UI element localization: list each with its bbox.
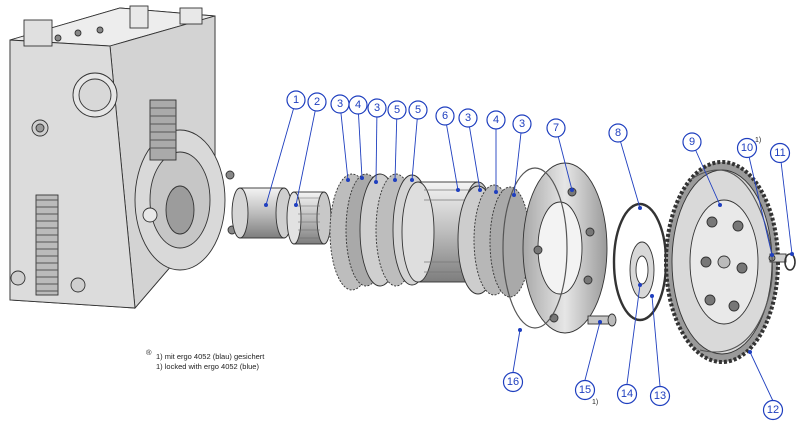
callout-6: 6	[435, 106, 455, 126]
gear-cover-ring-12	[689, 169, 773, 353]
gearbox-housing	[9, 5, 237, 310]
callout-15: 15	[574, 379, 596, 401]
callout-3c-label: 3	[465, 112, 471, 124]
thrust-washer	[629, 241, 655, 299]
callout-1: 1	[286, 90, 306, 110]
callout-2: 2	[307, 92, 327, 112]
callout-7-label: 7	[553, 122, 559, 134]
footnote-english: 1) locked with ergo 4052 (blue)	[156, 362, 259, 371]
callout-5a: 5	[387, 100, 407, 120]
callout-4a: 4	[348, 95, 368, 115]
callout-9: 9	[682, 132, 702, 152]
callout-3d-label: 3	[519, 118, 525, 130]
callout-5b: 5	[408, 100, 428, 120]
callout-3b-label: 3	[374, 102, 380, 114]
friction-disc-pack-right	[457, 184, 531, 298]
callout-12: 12	[762, 399, 784, 421]
footnote-symbol: ®	[146, 348, 152, 357]
callout-10-label: 10	[741, 142, 753, 154]
callout-13-label: 13	[654, 390, 666, 402]
leader-lines	[264, 99, 794, 402]
callout-8: 8	[608, 123, 628, 143]
footnote-marker-10: 1)	[755, 137, 762, 144]
callout-4b-label: 4	[493, 114, 499, 126]
callout-11-label: 11	[774, 147, 785, 159]
pressure-plate	[522, 162, 608, 334]
callout-1-label: 1	[293, 94, 299, 106]
callout-16: 16	[502, 371, 524, 393]
screw-15	[587, 313, 617, 327]
callout-13: 13	[649, 385, 671, 407]
callout-11: 11	[769, 142, 791, 164]
callout-12-label: 12	[767, 404, 779, 416]
callout-5a-label: 5	[394, 104, 400, 116]
callout-9-label: 9	[689, 136, 695, 148]
callout-8-label: 8	[615, 127, 621, 139]
callout-4b: 4	[486, 110, 506, 130]
callout-3b: 3	[367, 98, 387, 118]
ring-11	[784, 253, 796, 271]
callout-6-label: 6	[442, 110, 448, 122]
callout-3a: 3	[330, 94, 350, 114]
callout-16-label: 16	[507, 376, 519, 388]
callout-7: 7	[546, 118, 566, 138]
needle-bearing	[286, 191, 332, 245]
o-ring-16	[502, 167, 568, 329]
callout-3d: 3	[512, 114, 532, 134]
callout-5b-label: 5	[415, 104, 421, 116]
callout-10: 10	[736, 137, 758, 159]
callout-14: 14	[616, 383, 638, 405]
callout-4a-label: 4	[355, 99, 361, 111]
callout-2-label: 2	[314, 96, 320, 108]
callout-15-label: 15	[579, 384, 591, 396]
footnote-marker-15: 1)	[592, 399, 599, 406]
callout-14-label: 14	[621, 388, 633, 400]
footnote-german: 1) mit ergo 4052 (blau) gesichert	[156, 352, 265, 361]
shaft-sleeve	[231, 187, 293, 239]
callout-3c: 3	[458, 108, 478, 128]
callout-3a-label: 3	[337, 98, 343, 110]
gear-wheel	[664, 160, 780, 364]
